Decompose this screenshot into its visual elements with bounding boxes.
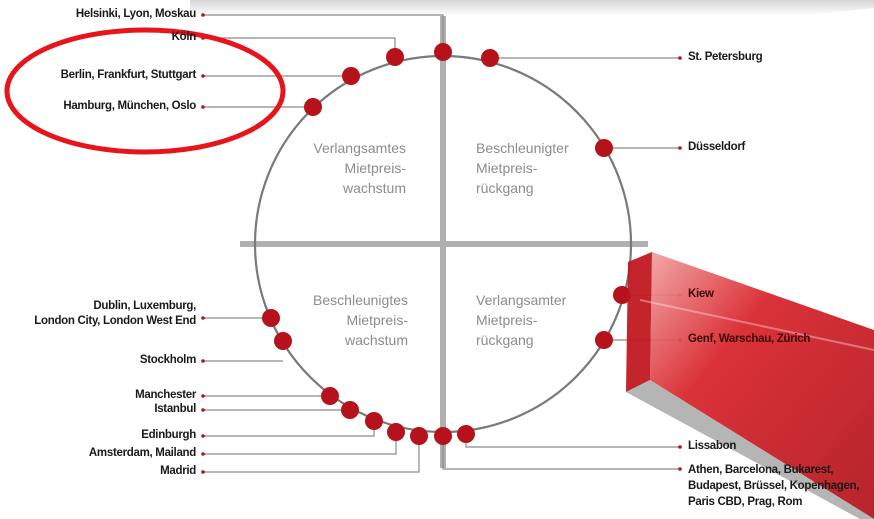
marker-athen [434,427,452,445]
label-athen-line3: Paris CBD, Prag, Rom [688,496,803,508]
top-shadow-decoration [190,0,874,16]
marker-helsinki [434,43,452,61]
marker-koeln [386,48,404,66]
label-duesseldorf: Düsseldorf [688,141,746,153]
label-amsterdam: Amsterdam, Mailand [88,447,196,459]
quadrant-text: wachstum [344,332,408,348]
quadrant-text: rückgang [476,180,534,196]
city-markers [262,43,631,445]
highlight-ellipse [4,27,286,155]
marker-berlin [342,67,360,85]
label-helsinki: Helsinki, Lyon, Moskau [75,8,196,20]
marker-amsterdam [387,423,405,441]
marker-manchester [321,387,339,405]
quadrant-text: Mietpreis- [476,160,538,176]
quadrant-bottom-left: Beschleunigtes Mietpreis- wachstum [280,290,408,350]
quadrant-text: Mietpreis- [344,160,406,176]
label-manchester: Manchester [135,389,196,401]
quadrant-text: Verlangsamter [476,292,567,308]
quadrant-text: rückgang [476,332,534,348]
quadrant-text: Beschleunigtes [313,292,408,308]
label-athen-line1: Athen, Barcelona, Bukarest, [688,464,834,476]
quadrant-text: wachstum [342,180,406,196]
label-athen-line2: Budapest, Brüssel, Kopenhagen, [688,480,860,492]
quadrant-text: Mietpreis- [476,312,538,328]
marker-genf [595,331,613,349]
marker-lissabon [457,425,475,443]
marker-stockholm [274,332,292,350]
label-st-petersburg: St. Petersburg [688,51,763,63]
quadrant-text: Verlangsamtes [313,140,406,156]
marker-edinburgh [365,412,383,430]
quadrant-bottom-right: Verlangsamter Mietpreis- rückgang [476,290,596,350]
quadrant-top-right: Beschleunigter Mietpreis- rückgang [476,138,606,198]
label-lissabon: Lissabon [688,440,737,452]
label-hamburg: Hamburg, München, Oslo [63,100,196,112]
marker-duesseldorf [595,139,613,157]
marker-madrid [410,427,428,445]
red-arrow-decoration [626,252,874,519]
marker-istanbul [341,401,359,419]
marker-kiew [613,286,631,304]
quadrant-text: Mietpreis- [346,312,408,328]
quadrant-text: Beschleunigter [476,140,569,156]
label-kiew: Kiew [688,288,714,300]
label-dublin-line2: London City, London West End [34,315,196,327]
label-edinburgh: Edinburgh [141,429,196,441]
label-istanbul: Istanbul [154,403,196,415]
label-genf: Genf, Warschau, Zürich [688,333,811,345]
marker-st-petersburg [481,49,499,67]
quadrant-top-left: Verlangsamtes Mietpreis- wachstum [290,138,406,198]
label-madrid: Madrid [160,465,196,477]
label-berlin: Berlin, Frankfurt, Stuttgart [60,69,197,81]
leader-lines [203,14,680,473]
marker-dublin [262,309,280,327]
label-koeln: Köln [171,31,197,43]
marker-hamburg [304,98,322,116]
label-stockholm: Stockholm [139,354,196,366]
label-dublin-line1: Dublin, Luxemburg, [93,300,196,312]
